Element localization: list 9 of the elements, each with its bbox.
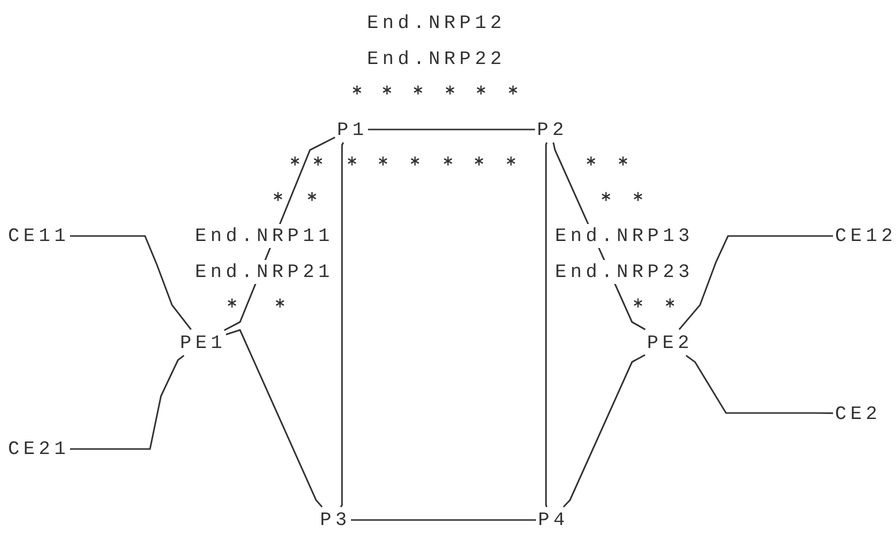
link-line	[340, 142, 344, 508]
link-line	[366, 128, 535, 130]
link-line	[68, 235, 192, 330]
link-line	[348, 519, 536, 521]
link-line	[686, 354, 834, 414]
link-line	[678, 235, 833, 330]
link-line	[68, 354, 184, 450]
link-line	[545, 142, 548, 508]
link-line	[562, 354, 646, 508]
